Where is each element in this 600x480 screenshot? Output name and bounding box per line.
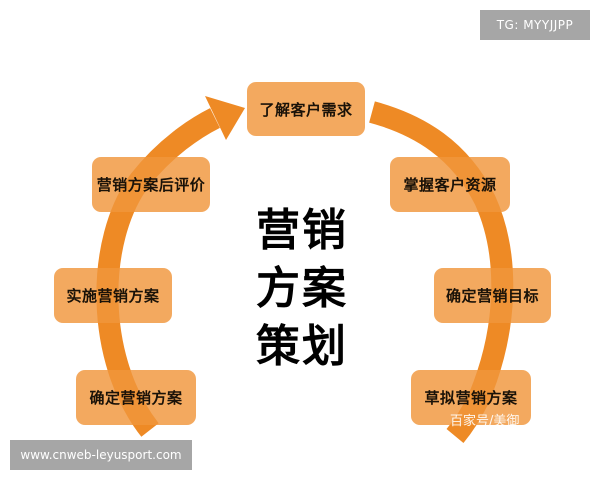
step-draft-plan: 草拟营销方案 — [411, 370, 531, 425]
step-set-goals: 确定营销目标 — [434, 268, 551, 323]
title-line: 营销 — [256, 205, 348, 256]
step-label: 掌握客户资源 — [403, 176, 497, 194]
title-line: 方案 — [256, 263, 348, 314]
url-watermark: www.cnweb-leyusport.com — [10, 440, 192, 470]
step-label: 确定营销方案 — [89, 389, 183, 407]
step-understand-needs: 了解客户需求 — [247, 82, 365, 136]
step-confirm-plan: 确定营销方案 — [76, 370, 196, 425]
title-line: 策划 — [256, 321, 348, 372]
arrow-head-icon — [205, 96, 245, 140]
step-label: 实施营销方案 — [66, 287, 160, 305]
step-label: 了解客户需求 — [259, 100, 353, 119]
step-post-evaluation: 营销方案后评价 — [92, 157, 210, 212]
center-title: 营销 方案 策划 — [252, 202, 352, 376]
step-label: 确定营销目标 — [445, 287, 539, 305]
source-watermark: 百家号/美御 — [450, 414, 520, 429]
step-label: 草拟营销方案 — [424, 389, 518, 407]
tg-watermark: TG: MYYJJPP — [480, 10, 590, 40]
step-grasp-resources: 掌握客户资源 — [390, 157, 510, 212]
step-label: 营销方案后评价 — [96, 176, 206, 194]
step-implement-plan: 实施营销方案 — [54, 268, 172, 323]
